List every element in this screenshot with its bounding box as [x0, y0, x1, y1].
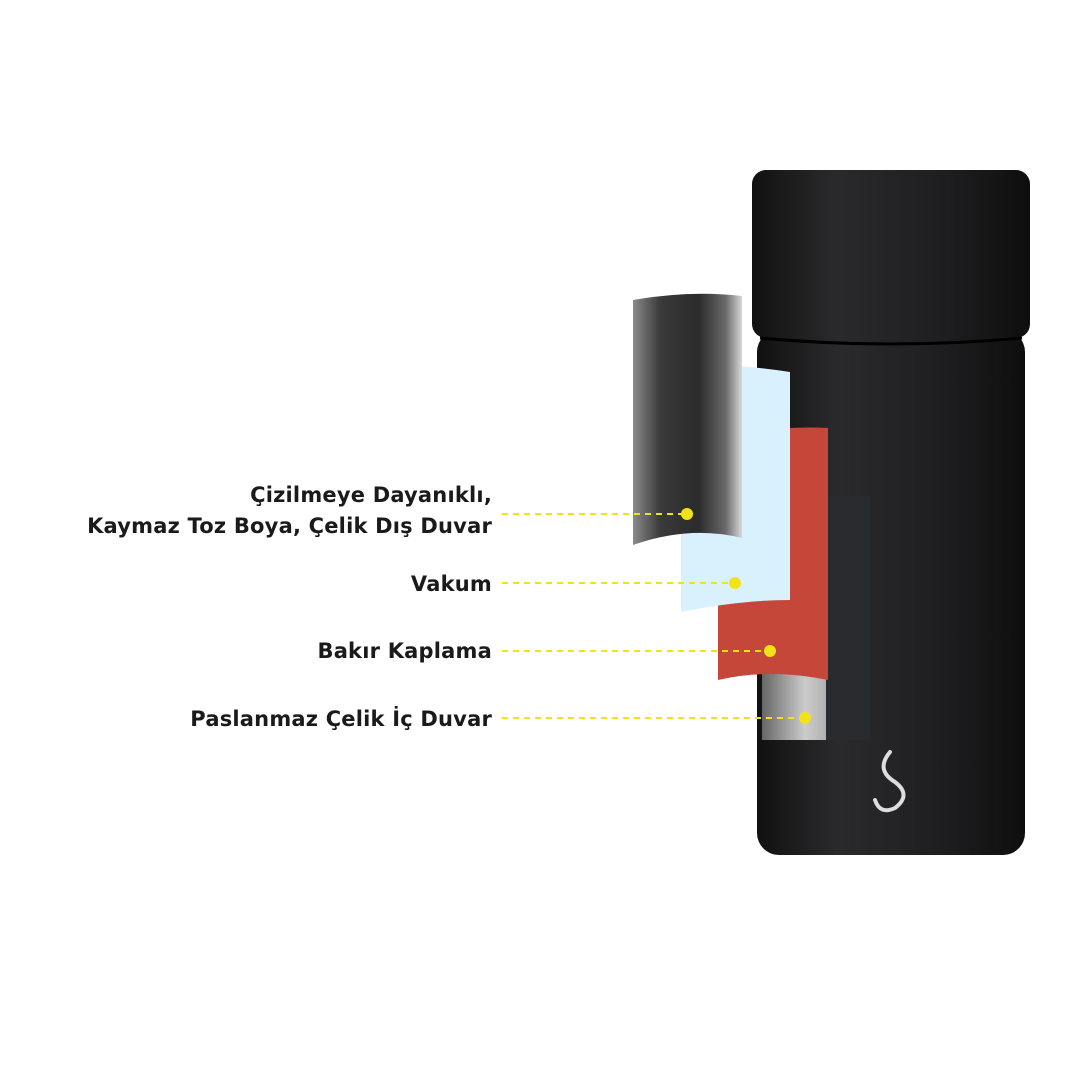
label-outer-wall: Çizilmeye Dayanıklı, Kaymaz Toz Boya, Çe…	[87, 480, 492, 542]
steel-outer-layer	[633, 293, 742, 545]
label-copper: Bakır Kaplama	[317, 639, 492, 663]
label-line: Çizilmeye Dayanıklı,	[250, 483, 492, 507]
label-inner-wall: Paslanmaz Çelik İç Duvar	[190, 707, 492, 731]
callout-lines	[502, 513, 802, 719]
inner-dark-panel	[826, 496, 870, 740]
callout-dots	[681, 508, 811, 724]
gecko-logo-icon	[873, 750, 906, 813]
label-vacuum: Vakum	[410, 572, 492, 596]
label-line: Kaymaz Toz Boya, Çelik Dış Duvar	[87, 514, 492, 538]
